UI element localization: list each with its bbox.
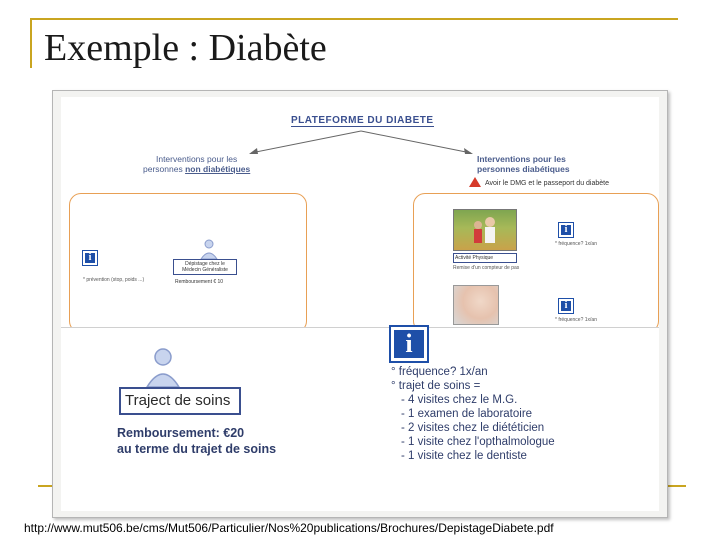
warning-note: Avoir le DMG et le passeport du diabète bbox=[469, 177, 609, 187]
list-item: - 1 visite chez l'opthalmologue bbox=[401, 436, 555, 448]
source-url[interactable]: http://www.mut506.be/cms/Mut506/Particul… bbox=[24, 521, 554, 535]
left-small-text: * prévention (stop, poids ...) bbox=[83, 277, 145, 283]
reimbursement-text: Remboursement: €20 au terme du trajet de… bbox=[117, 426, 277, 457]
feet-photo bbox=[453, 285, 499, 325]
document-screenshot: PLATEFORME DU DIABETE Interventions pour… bbox=[52, 90, 668, 518]
zoom-divider bbox=[61, 327, 659, 328]
frame-left-line bbox=[30, 18, 32, 68]
info-icon: i bbox=[558, 298, 574, 314]
mg-screening-label: Dépistage chez le Médecin Généraliste bbox=[173, 259, 237, 275]
info-icon: i bbox=[558, 222, 574, 238]
zoomed-detail: Traject de soins Remboursement: €20 au t… bbox=[61, 325, 659, 511]
info-icon: i bbox=[82, 250, 98, 266]
activity-label: Activité Physique bbox=[453, 253, 517, 263]
list-item: - 4 visites chez le M.G. bbox=[401, 394, 518, 406]
right-small-text-2: * fréquence? 1x/an bbox=[555, 317, 597, 323]
warning-icon bbox=[469, 177, 481, 187]
info-icon: i bbox=[389, 325, 429, 363]
frequency-line: ° fréquence? 1x/an bbox=[391, 366, 488, 378]
frame-top-line bbox=[30, 18, 678, 20]
mg-reimbursement: Remboursement € 10 bbox=[175, 279, 224, 285]
person-icon bbox=[146, 348, 180, 387]
list-item: - 2 visites chez le diététicien bbox=[401, 422, 545, 434]
list-item: - 1 examen de laboratoire bbox=[401, 408, 533, 420]
traject-de-soins-label: Traject de soins bbox=[119, 387, 241, 415]
person-icon bbox=[200, 239, 218, 259]
activity-photo bbox=[453, 209, 517, 251]
trajet-line: ° trajet de soins = bbox=[391, 380, 481, 392]
right-column-title: Interventions pour les personnes diabéti… bbox=[477, 154, 570, 174]
care-pathway-list: ° fréquence? 1x/an ° trajet de soins = -… bbox=[391, 365, 555, 463]
brochure-page: PLATEFORME DU DIABETE Interventions pour… bbox=[61, 97, 659, 511]
right-panel bbox=[413, 193, 659, 333]
right-small-text-1: * fréquence? 1x/an bbox=[555, 241, 597, 247]
platform-title: PLATEFORME DU DIABETE bbox=[291, 115, 434, 127]
slide-title: Exemple : Diabète bbox=[44, 27, 327, 69]
list-item: - 1 visite chez le dentiste bbox=[401, 450, 527, 462]
left-column-title: Interventions pour les personnes non dia… bbox=[143, 154, 251, 174]
branch-arrows bbox=[249, 130, 473, 154]
activity-small-text: Remise d'un compteur de pas bbox=[453, 265, 520, 271]
